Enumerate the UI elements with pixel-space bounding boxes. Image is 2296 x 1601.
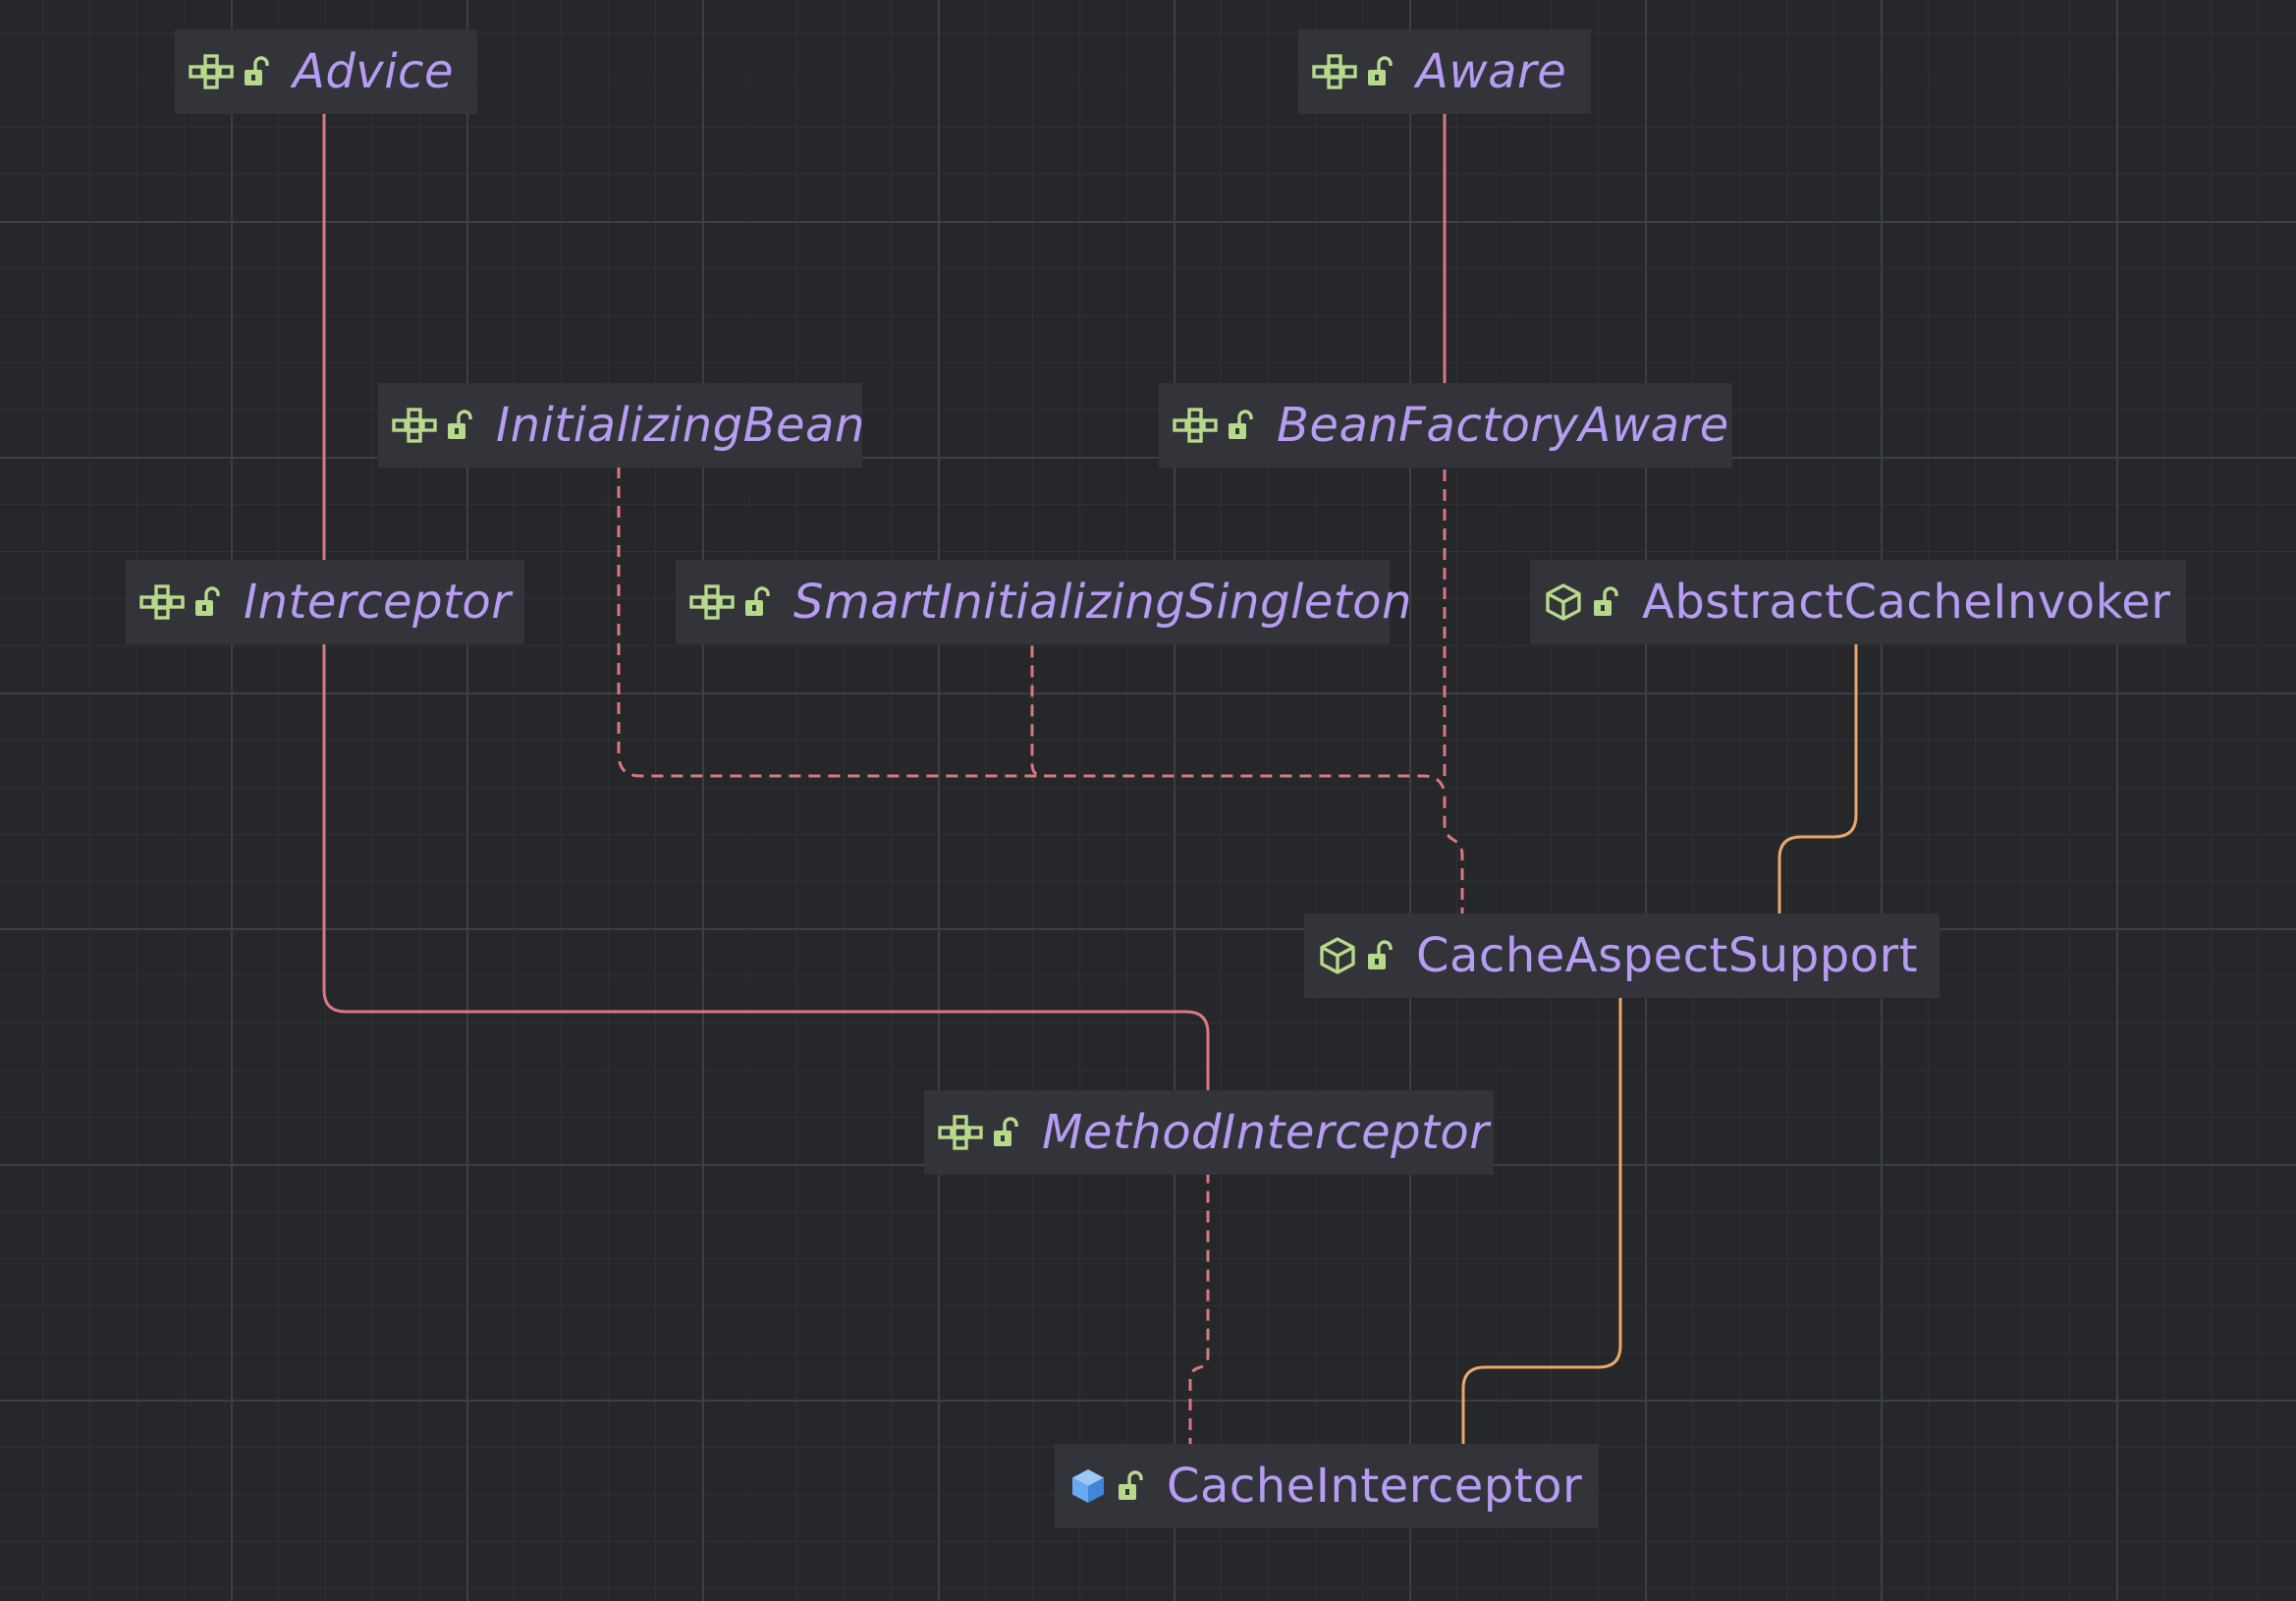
node-bean-factory-aware[interactable]: BeanFactoryAware xyxy=(1159,383,1732,468)
public-lock-icon xyxy=(195,586,220,616)
edge-line xyxy=(1777,644,1858,919)
interface-icon xyxy=(189,54,234,89)
edge-cache-interceptor-to-cache-aspect-support xyxy=(1461,965,1638,1450)
interface-icon xyxy=(392,408,437,443)
interface-icon xyxy=(938,1115,983,1150)
interface-icon xyxy=(1173,408,1218,443)
node-label: CacheInterceptor xyxy=(1167,1459,1583,1514)
node-label: SmartInitializingSingleton xyxy=(793,575,1412,630)
node-label: AbstractCacheInvoker xyxy=(1642,575,2171,630)
node-abstract-cache-invoker[interactable]: AbstractCacheInvoker xyxy=(1530,560,2186,644)
public-lock-icon xyxy=(245,56,269,85)
node-advice[interactable]: Advice xyxy=(175,29,477,114)
edge-cache-interceptor-to-method-interceptor xyxy=(1188,1141,1226,1450)
edge-line xyxy=(1188,1175,1210,1450)
edge-cache-aspect-support-to-abstract-cache-invoker xyxy=(1777,611,1874,919)
node-label: Advice xyxy=(293,44,454,99)
node-initializing-bean[interactable]: InitializingBean xyxy=(378,383,865,468)
public-lock-icon xyxy=(1368,56,1393,85)
edge-bean-factory-aware-to-aware xyxy=(1427,81,1462,389)
interface-icon xyxy=(689,584,735,620)
node-label: MethodInterceptor xyxy=(1042,1105,1490,1160)
node-aware[interactable]: Aware xyxy=(1298,29,1591,114)
edge-interceptor-to-advice xyxy=(306,81,342,566)
abstract-class-icon xyxy=(1320,937,1355,974)
node-label: CacheAspectSupport xyxy=(1416,928,1919,983)
edge-line xyxy=(617,468,1464,919)
node-label: Interceptor xyxy=(244,575,512,630)
edge-line xyxy=(1030,644,1056,778)
public-lock-icon xyxy=(1229,410,1253,439)
node-interceptor[interactable]: Interceptor xyxy=(126,560,524,644)
edge-cache-aspect-support-to-bean-factory-aware xyxy=(1427,434,1462,776)
node-cache-interceptor[interactable]: CacheInterceptor xyxy=(1055,1444,1599,1528)
public-lock-icon xyxy=(1119,1470,1143,1500)
edge-method-interceptor-to-interceptor xyxy=(306,611,1210,1096)
node-method-interceptor[interactable]: MethodInterceptor xyxy=(924,1090,1494,1175)
node-smart-initializing-singleton[interactable]: SmartInitializingSingleton xyxy=(676,560,1411,644)
edge-line xyxy=(1461,998,1622,1450)
public-lock-icon xyxy=(745,586,770,616)
public-lock-icon xyxy=(448,410,472,439)
public-lock-icon xyxy=(994,1117,1018,1146)
public-lock-icon xyxy=(1594,586,1618,616)
node-label: InitializingBean xyxy=(496,398,865,453)
interface-icon xyxy=(1312,54,1357,89)
edge-line xyxy=(322,644,1210,1096)
node-cache-aspect-support[interactable]: CacheAspectSupport xyxy=(1304,913,1940,998)
interface-icon xyxy=(139,584,185,620)
node-label: BeanFactoryAware xyxy=(1277,398,1729,453)
public-lock-icon xyxy=(1368,940,1393,969)
abstract-class-icon xyxy=(1546,583,1581,621)
class-icon xyxy=(1072,1469,1104,1503)
node-label: Aware xyxy=(1416,44,1567,99)
